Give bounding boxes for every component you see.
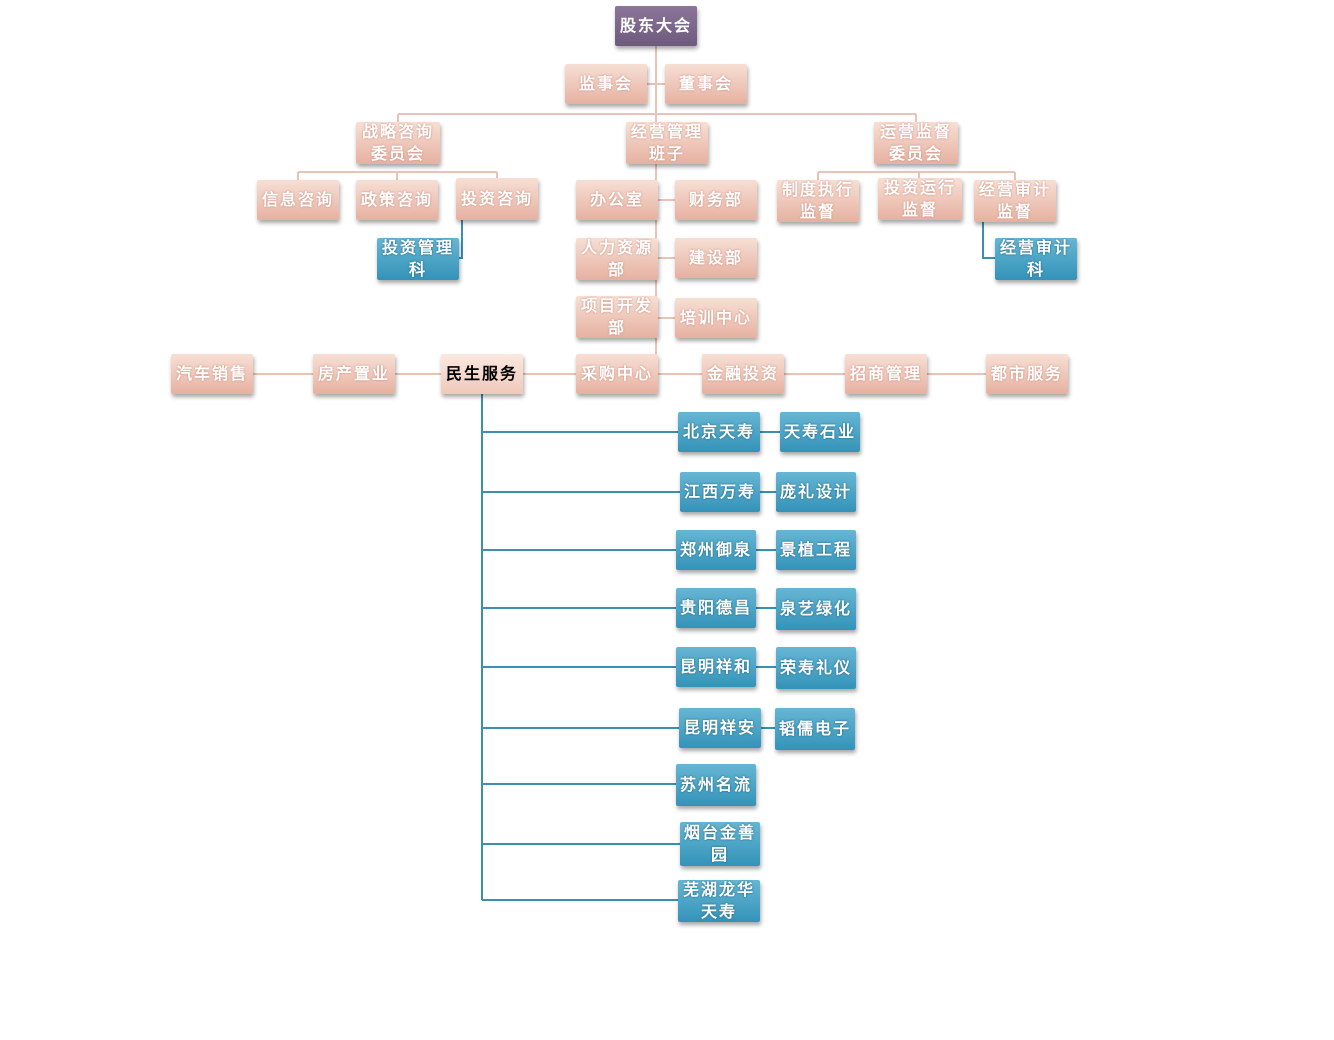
node-zhengzhou-yuquan: 郑州御泉: [676, 530, 756, 570]
node-livelihood: 民生服务: [441, 354, 523, 394]
node-management-team: 经营管理班子: [626, 122, 708, 164]
node-investment-consulting: 投资咨询: [456, 178, 538, 220]
node-strategy-committee: 战略咨询委员会: [356, 122, 440, 164]
node-kunming-xiangan: 昆明祥安: [679, 708, 761, 748]
node-shareholders: 股东大会: [615, 6, 697, 46]
node-finance-investment: 金融投资: [702, 354, 784, 394]
node-investment-ops: 投资运行监督: [878, 178, 962, 220]
node-board-of-directors: 董事会: [665, 64, 747, 104]
node-supervisory-board: 监事会: [565, 64, 647, 104]
node-taoru-electronics: 韬儒电子: [775, 708, 855, 750]
node-investment-promotion: 招商管理: [845, 354, 927, 394]
node-business-audit: 经营审计监督: [974, 180, 1056, 222]
node-jiangxi-wanshou: 江西万寿: [680, 472, 760, 512]
node-kunming-xianghe: 昆明祥和: [676, 647, 756, 687]
node-quanyi-greening: 泉艺绿化: [776, 588, 856, 630]
node-business-audit-section: 经营审计科: [995, 238, 1077, 280]
node-suzhou-mingliu: 苏州名流: [676, 764, 756, 806]
node-project-dev: 项目开发部: [576, 296, 658, 338]
node-office: 办公室: [576, 180, 658, 220]
node-beijing-tianshou: 北京天寿: [678, 412, 760, 452]
node-yantai-jinshan: 烟台金善园: [680, 822, 760, 866]
node-real-estate: 房产置业: [313, 354, 395, 394]
node-guiyang-dechang: 贵阳德昌: [676, 588, 756, 628]
node-hr: 人力资源部: [576, 238, 658, 280]
node-tianshou-stone: 天寿石业: [780, 412, 860, 452]
node-system-exec: 制度执行监督: [777, 180, 859, 222]
node-training: 培训中心: [675, 298, 757, 338]
node-rongshou-etiquette: 荣寿礼仪: [776, 647, 856, 689]
node-urban-services: 都市服务: [986, 354, 1068, 394]
node-wuhu-longhua: 芜湖龙华天寿: [678, 880, 760, 922]
node-investment-mgmt-section: 投资管理科: [377, 238, 459, 280]
node-finance: 财务部: [675, 180, 757, 220]
node-jingzhi-engineering: 景植工程: [776, 530, 856, 570]
node-pangli-design: 庞礼设计: [776, 472, 856, 512]
node-car-sales: 汽车销售: [171, 354, 253, 394]
node-info-consulting: 信息咨询: [257, 180, 339, 220]
node-operations-committee: 运营监督委员会: [874, 122, 958, 164]
node-policy-consulting: 政策咨询: [356, 180, 438, 220]
node-procurement: 采购中心: [576, 354, 658, 394]
node-construction: 建设部: [675, 238, 757, 278]
